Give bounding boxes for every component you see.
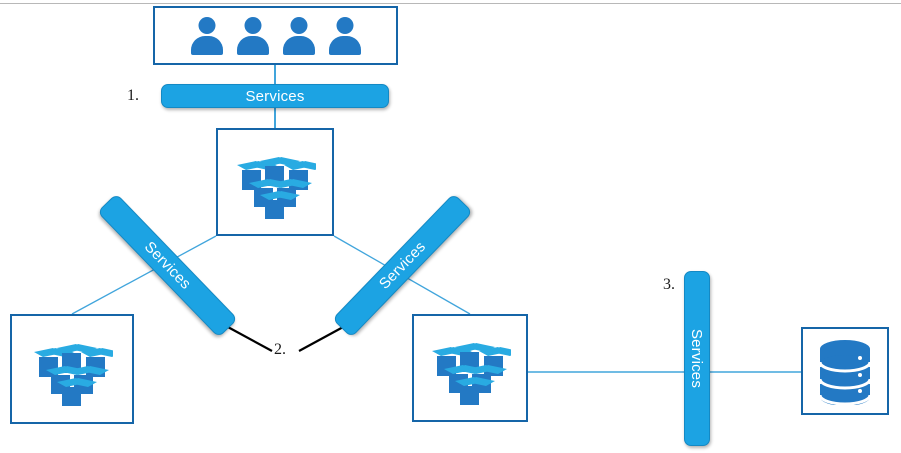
services-bar-label: Services — [245, 87, 305, 105]
user-head-icon — [290, 16, 307, 34]
node-users[interactable] — [153, 6, 398, 65]
user-body-icon — [236, 35, 269, 55]
step-label-3: 3. — [663, 276, 675, 293]
services-bar-label: Services — [140, 238, 195, 293]
node-cluster-left[interactable] — [10, 314, 134, 424]
user-head-icon — [244, 16, 261, 34]
services-bar-label: Services — [688, 328, 706, 389]
user-icon — [326, 15, 364, 57]
database-cylinder-icon — [818, 340, 872, 405]
user-body-icon — [190, 35, 223, 55]
services-bar-top[interactable]: Services — [161, 84, 389, 108]
node-database[interactable] — [801, 327, 889, 415]
container-cluster-icon — [237, 157, 316, 219]
user-head-icon — [198, 16, 215, 34]
user-icon — [188, 15, 226, 57]
services-bar-vertical[interactable]: Services — [684, 271, 710, 446]
node-cluster-middle[interactable] — [412, 314, 528, 422]
step-label-1: 1. — [127, 87, 139, 104]
user-icon — [280, 15, 318, 57]
user-body-icon — [328, 35, 361, 55]
leader-line-right — [298, 325, 346, 352]
leader-line-left — [225, 325, 273, 352]
node-cluster-top[interactable] — [216, 128, 334, 236]
container-cluster-icon — [432, 343, 511, 405]
user-icon — [234, 15, 272, 57]
user-body-icon — [282, 35, 315, 55]
user-head-icon — [336, 16, 353, 34]
container-cluster-icon — [34, 344, 113, 406]
step-label-2: 2. — [274, 341, 286, 358]
services-bar-label: Services — [375, 238, 430, 293]
top-rule-divider — [0, 3, 901, 4]
